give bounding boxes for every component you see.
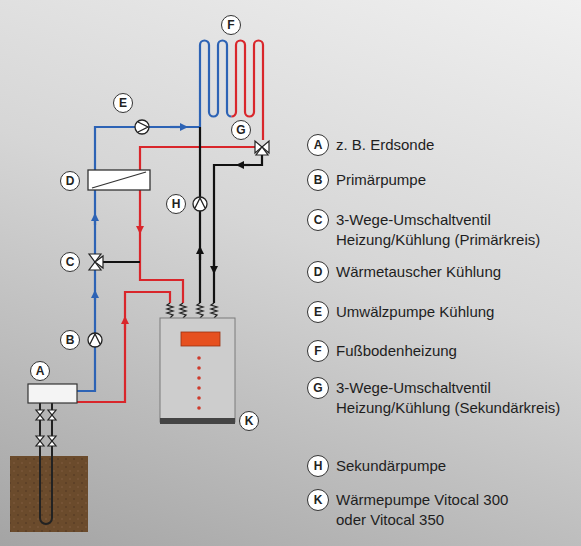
legend-circle: A bbox=[307, 134, 329, 156]
legend-text: Sekundärpumpe bbox=[336, 456, 574, 476]
ground bbox=[10, 456, 88, 532]
legend-text: 3-Wege-Umschaltventil Heizung/Kühlung (P… bbox=[336, 210, 574, 249]
callout-letter: K bbox=[245, 415, 254, 427]
three-way-valve bbox=[255, 141, 269, 155]
black-pipe bbox=[103, 261, 140, 263]
callout-circle: A bbox=[30, 361, 50, 381]
callout-letter: C bbox=[314, 214, 323, 226]
legend-text: 3-Wege-Umschaltventil Heizung/Kühlung (S… bbox=[336, 378, 574, 417]
callout-letter: F bbox=[227, 19, 234, 31]
primary-pump bbox=[88, 333, 102, 347]
blue-pipe bbox=[95, 127, 200, 170]
callout-letter: E bbox=[314, 306, 322, 318]
red-arrow bbox=[139, 220, 141, 232]
legend-text: Wärmetauscher Kühlung bbox=[336, 262, 574, 282]
probe-head bbox=[28, 384, 77, 403]
blue-arrow bbox=[94, 215, 96, 225]
callout-circle: C bbox=[60, 252, 80, 272]
callout-letter: D bbox=[314, 266, 323, 278]
blue-pipe bbox=[77, 190, 95, 391]
legend-circle: F bbox=[307, 340, 329, 362]
callout-letter: K bbox=[314, 494, 323, 506]
cooling-heat-exchanger bbox=[88, 170, 150, 190]
legend-circle: G bbox=[307, 377, 329, 399]
callout-circle: G bbox=[231, 120, 251, 140]
secondary-pump bbox=[193, 197, 207, 211]
callout-letter: A bbox=[314, 139, 323, 151]
legend-circle: H bbox=[307, 455, 329, 477]
callout-letter: B bbox=[66, 334, 75, 346]
red-arrow bbox=[124, 318, 126, 330]
black-pipe bbox=[214, 155, 262, 303]
callout-letter: A bbox=[36, 365, 45, 377]
floor-heating-blue bbox=[200, 41, 232, 128]
blue-arrow bbox=[170, 126, 186, 128]
black-pipe bbox=[199, 127, 201, 303]
heat-pump bbox=[160, 318, 235, 424]
callout-circle: H bbox=[166, 194, 186, 214]
legend-circle: E bbox=[307, 301, 329, 323]
legend-text: Wärmepumpe Vitocal 300 oder Vitocal 350 bbox=[336, 490, 526, 529]
red-pipe bbox=[140, 190, 183, 303]
callout-circle: D bbox=[60, 171, 80, 191]
callout-letter: C bbox=[66, 256, 75, 268]
callout-letter: H bbox=[172, 198, 181, 210]
legend-text: Umwälzpumpe Kühlung bbox=[336, 302, 574, 322]
legend-circle: K bbox=[307, 489, 329, 511]
black-arrow bbox=[199, 248, 201, 260]
callout-letter: F bbox=[314, 345, 321, 357]
connection-coils bbox=[167, 303, 217, 318]
red-pipe bbox=[140, 147, 255, 170]
callout-circle: K bbox=[239, 411, 259, 431]
three-way-valve bbox=[89, 254, 103, 270]
shutoff-valves bbox=[36, 410, 56, 446]
cooling-pump bbox=[135, 120, 149, 134]
legend-circle: C bbox=[307, 209, 329, 231]
callout-letter: B bbox=[314, 174, 323, 186]
callout-letter: E bbox=[119, 97, 127, 109]
legend-text: z. B. Erdsonde bbox=[336, 135, 574, 155]
legend-circle: D bbox=[307, 261, 329, 283]
black-arrow bbox=[238, 164, 250, 166]
black-arrow bbox=[213, 260, 215, 272]
legend-text: Fußbodenheizung bbox=[336, 341, 574, 361]
callout-circle: E bbox=[113, 93, 133, 113]
legend-circle: B bbox=[307, 169, 329, 191]
floor-heating-red bbox=[232, 41, 264, 141]
callout-letter: G bbox=[313, 382, 322, 394]
callout-circle: F bbox=[221, 15, 241, 35]
callout-circle: B bbox=[60, 330, 80, 350]
callout-letter: H bbox=[314, 460, 323, 472]
blue-arrow bbox=[94, 292, 96, 300]
callout-letter: G bbox=[236, 124, 245, 136]
legend-text: Primärpumpe bbox=[336, 170, 574, 190]
callout-letter: D bbox=[66, 175, 75, 187]
red-pipe bbox=[77, 292, 170, 402]
